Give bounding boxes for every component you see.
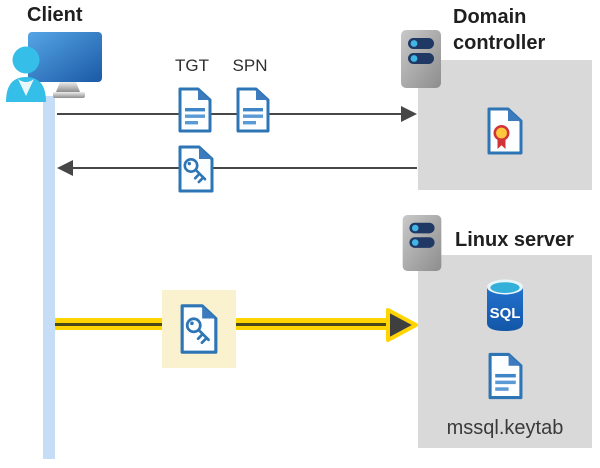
client-label: Client	[27, 4, 83, 26]
spn-document-icon	[235, 86, 271, 134]
arrow-client-to-linux-head	[385, 305, 419, 345]
monitor-stand-icon	[56, 82, 80, 92]
certificate-document-icon	[486, 106, 524, 156]
client-timeline-bar	[43, 96, 55, 459]
ticket-key-document-icon	[177, 144, 215, 194]
arrow-dc-to-client	[71, 167, 417, 169]
user-collar-icon	[18, 79, 34, 96]
spn-label: SPN	[232, 56, 268, 75]
arrow-dc-to-client-head	[57, 160, 73, 176]
domain-controller-server-icon	[400, 29, 442, 89]
sql-database-icon: SQL	[483, 277, 527, 335]
tgt-document-icon	[177, 86, 213, 134]
monitor-icon	[28, 32, 102, 82]
client-monitor-user-icon	[4, 30, 106, 102]
arrow-client-to-dc	[57, 113, 403, 115]
user-head-icon	[12, 46, 40, 74]
domain-controller-label: Domain controller	[453, 6, 546, 54]
keytab-filename-label: mssql.keytab	[446, 417, 564, 439]
sql-badge-text: SQL	[490, 305, 521, 322]
linux-server-icon	[401, 214, 443, 272]
arrow-client-to-dc-head	[401, 106, 417, 122]
linux-server-label: Linux server	[455, 229, 574, 251]
highlight-key-document-icon	[179, 302, 219, 356]
keytab-document-icon	[487, 351, 524, 401]
tgt-label: TGT	[175, 56, 209, 75]
